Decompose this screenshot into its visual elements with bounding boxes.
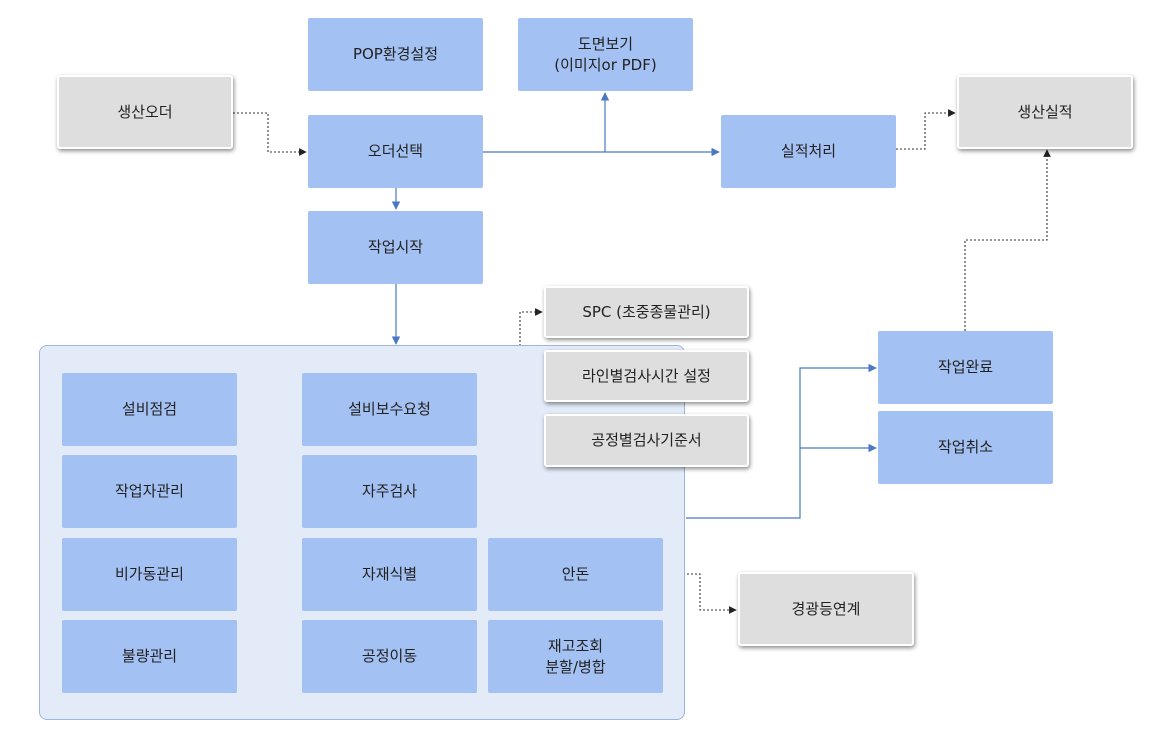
drawing-view-box: 도면보기 (이미지or PDF) xyxy=(518,18,693,91)
equipment-repair-request-box: 설비보수요청 xyxy=(302,373,477,446)
stock-inquiry-box: 재고조회 분할/병합 xyxy=(488,620,663,693)
work-cancel-box: 작업취소 xyxy=(878,411,1053,484)
result-process-box: 실적처리 xyxy=(721,115,896,188)
andon-box: 안돈 xyxy=(488,538,663,611)
pop-env-setting-box: POP환경설정 xyxy=(308,18,483,91)
work-start-box: 작업시작 xyxy=(308,211,483,284)
material-identification-box: 자재식별 xyxy=(302,538,477,611)
line-inspection-time-box: 라인별검사시간 설정 xyxy=(544,350,749,402)
arrow-production-order-to-order-select xyxy=(233,112,307,156)
process-inspection-standard-box: 공정별검사기준서 xyxy=(544,414,749,467)
worker-management-box: 작업자관리 xyxy=(62,455,237,528)
spc-box: SPC (초중종물관리) xyxy=(544,286,749,338)
process-move-box: 공정이동 xyxy=(302,620,477,693)
downtime-management-box: 비가동관리 xyxy=(62,538,237,611)
arrow-result-process-to-production-result xyxy=(896,109,956,150)
warning-light-link-box: 경광등연계 xyxy=(738,572,914,646)
order-select-box: 오더선택 xyxy=(308,115,483,188)
equipment-check-box: 설비점검 xyxy=(62,373,237,446)
production-order-box: 생산오더 xyxy=(57,75,233,149)
defect-management-box: 불량관리 xyxy=(62,620,237,693)
arrow-work-complete-to-production-result xyxy=(964,149,1051,331)
self-inspection-box: 자주검사 xyxy=(302,455,477,528)
production-result-box: 생산실적 xyxy=(957,75,1133,149)
work-complete-box: 작업완료 xyxy=(878,331,1053,404)
